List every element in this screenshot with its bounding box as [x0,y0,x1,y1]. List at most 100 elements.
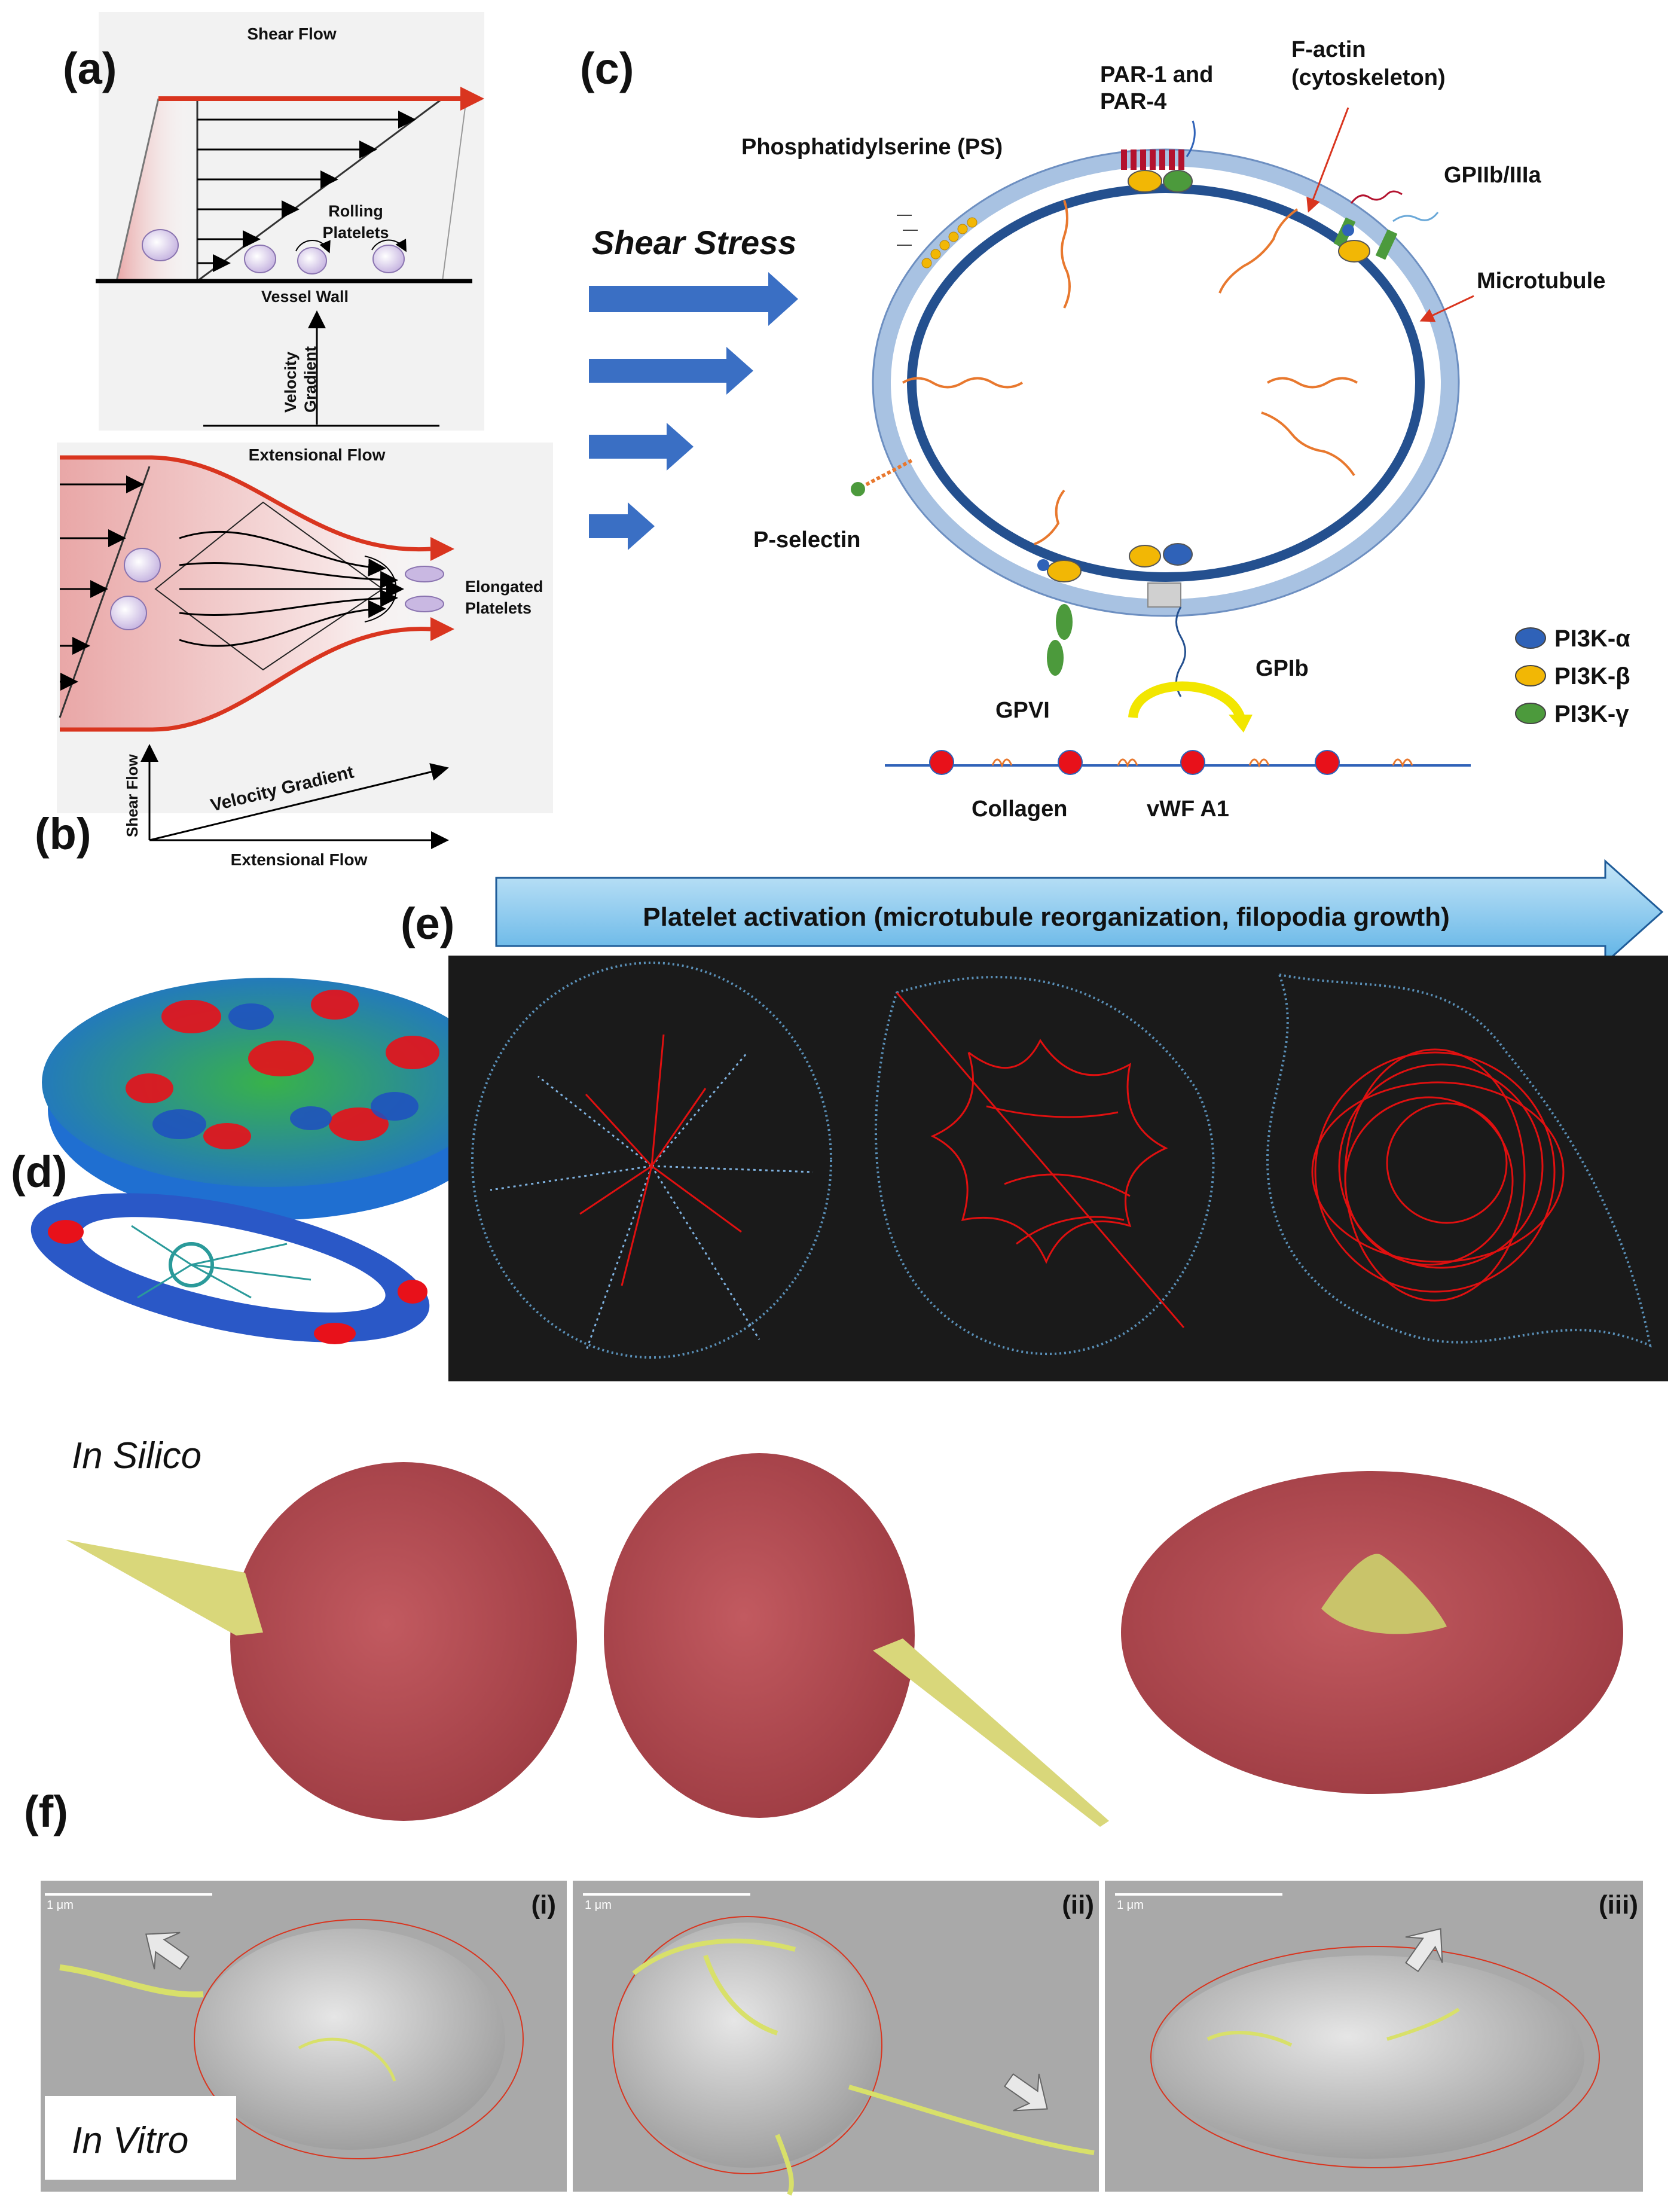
stagnation-curve [364,556,397,623]
shear-flow-title: Shear Flow [247,25,337,43]
platelet [297,247,327,274]
p-selectin-label: P-selectin [753,527,861,553]
panel-label-f: (f) [24,1787,68,1836]
outline-i [194,1919,524,2159]
legend-label-beta: PI3K-β [1554,663,1630,689]
inlet-vectors [60,475,144,691]
par-receptors [1121,149,1184,170]
panel-c: (c) Shear Stress PA [580,37,1630,822]
pi3k-alpha [1342,224,1354,236]
vessel-wall-label: Vessel Wall [261,288,349,306]
ps-charges [897,215,918,246]
microtubule-ring [907,184,1425,582]
upper-wall-arrowhead [430,537,454,561]
platelet [124,548,161,582]
p-selectin-stem [860,459,913,489]
gpiib-ligand [1392,212,1439,222]
vwf-a1-domains [929,750,1340,775]
b-x-label: Extensional Flow [231,850,368,869]
gpib-complex [1147,582,1181,608]
extensional-region [60,457,445,730]
heatmap-hotspots [126,990,439,1149]
panel-label-d: (d) [11,1147,68,1197]
filopodium-trace-i [59,1964,204,1998]
pi3k-beta [1129,545,1161,567]
b-diagonal-axis [149,763,449,841]
shear-region [117,99,197,281]
activated-platelet-mesh [1266,973,1652,1348]
gpiib-ligand [1350,190,1403,204]
velocity-vectors [197,111,416,272]
arrow-ii [1003,2073,1048,2112]
in-silico-platelet-3 [1121,1471,1623,1794]
platelet [110,596,147,630]
elongated-label-2: Platelets [465,599,532,617]
filopodium-trace-i [298,2037,396,2082]
in-vitro-label-box [45,2096,236,2180]
microtubule-label: Microtubule [1477,268,1605,294]
p-selectin-head [851,482,865,496]
in-silico-platelet-1 [230,1462,577,1821]
sub-label-ii: (ii) [1062,1890,1094,1920]
panel-label-c: (c) [580,44,634,93]
velocity-label: Velocity [282,352,300,413]
platelet [142,229,179,261]
par-label-2: PAR-4 [1100,89,1166,114]
rolling-arrow [371,239,407,252]
heatmap-coldspots [152,1003,419,1139]
par-label-1: PAR-1 and [1100,62,1213,87]
rolling-arrow [295,239,331,254]
shear-stress-arrows [589,272,798,550]
pi3k-beta [1338,240,1370,263]
arrow-iii [1405,1928,1443,1973]
panel-label-a: (a) [63,44,117,93]
actin-filaments [902,200,1358,545]
filopodia-traces-ii [632,1938,1095,2196]
gpvi-domain [1056,604,1073,640]
legend-swatch-beta [1515,665,1546,686]
legend-swatch-alpha [1515,627,1546,649]
pi3k-beta [1047,560,1082,582]
velocity-profile-line [197,97,443,282]
resting-actin [579,1034,742,1286]
in-silico-platelet-2 [604,1453,915,1818]
sem-platelet-i [194,1929,505,2150]
resting-platelet-mesh [471,962,832,1359]
legend-label-gamma: PI3K-γ [1554,701,1629,727]
microtubule-pointer [1419,295,1474,322]
outline-ii [612,1916,882,2174]
gpib-label: GPIb [1256,656,1309,681]
gpvi-label: GPVI [995,698,1050,723]
in-silico-label: In Silico [72,1435,201,1476]
panel-label-e: (e) [401,899,454,948]
filopodium-2 [873,1638,1109,1827]
gpvi-domain [1047,640,1064,676]
sub-label-iii: (iii) [1599,1890,1638,1920]
ps-label: Phosphatidylserine (PS) [741,135,1003,160]
platelet-ring-hole [81,1217,386,1313]
upper-wall [60,455,431,552]
collagen-fibers [991,758,1413,768]
in-vitro-label: In Vitro [72,2120,188,2161]
pi3k-beta [1128,170,1162,193]
collagen-label: Collagen [972,797,1067,822]
panel-f-in-vitro: 1 μm 1 μm 1 μm (i) (ii) (iii) In Vitro [41,1881,1643,2196]
shear-boundary-right [442,98,467,282]
gpiib-label: GPIIb/IIIa [1444,163,1541,188]
shear-boundary-left [115,98,160,282]
top-flow-arrowhead [460,87,484,111]
binding-arrow [1128,681,1245,720]
arrow-i [145,1932,190,1970]
elongated-label-1: Elongated [465,578,543,596]
gpiib-integrin [1375,229,1398,260]
sem-platelet-iii [1154,1955,1584,2159]
scale-label-ii: 1 μm [585,1899,612,1912]
factin-pointer [1306,107,1349,213]
legend-label-alpha: PI3K-α [1554,625,1630,652]
scale-label-i: 1 μm [47,1899,74,1912]
panel-a: (a) Shear Flow Rolling Platelets Vessel … [57,12,553,813]
legend-swatch-gamma [1515,703,1546,724]
pi3k-gamma [1163,170,1193,193]
b-y-label: Shear Flow [123,754,141,837]
